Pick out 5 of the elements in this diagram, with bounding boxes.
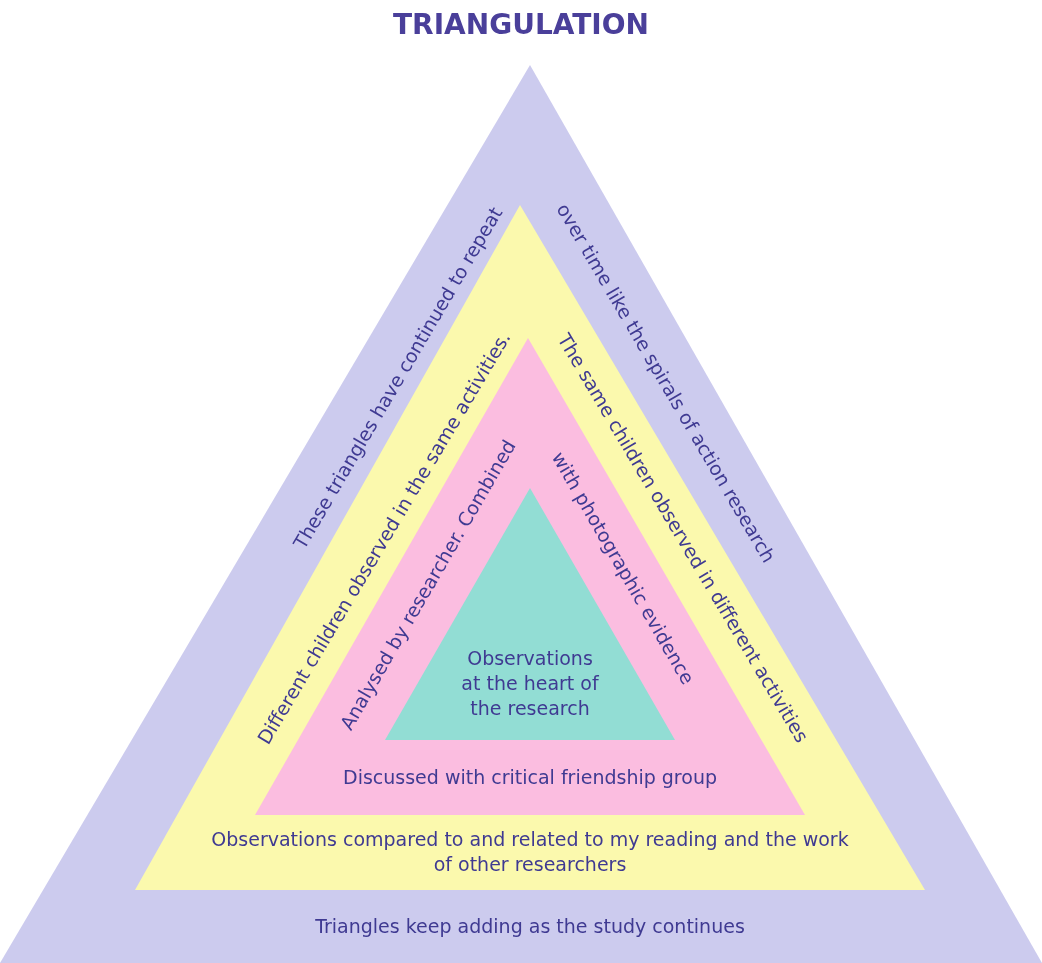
diagram-title: TRIANGULATION [392, 8, 650, 41]
triangle-label: Discussed with critical friendship group [343, 764, 717, 790]
triangle-label: Triangles keep adding as the study continues [315, 913, 745, 939]
triangle-label: Observations compared to and related to my reading and the work of other researchers [210, 827, 850, 877]
triangle-label: Observations at the heart of the research [460, 645, 600, 721]
